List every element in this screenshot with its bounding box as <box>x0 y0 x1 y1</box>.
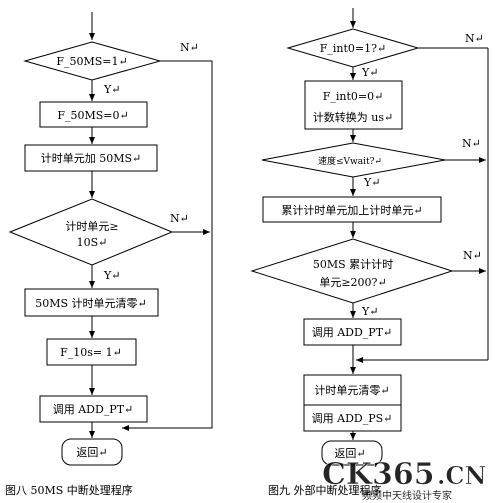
fig9-decision-200-shape <box>250 238 454 304</box>
watermark-logo: CK365 .CN 频频中天线设计专家 <box>322 457 487 502</box>
fig8-clear-timer-box <box>24 288 159 317</box>
watermark-logo-ck365: CK365 <box>322 457 435 492</box>
fig8-return: 返回↵ <box>76 446 107 459</box>
figure-9-text: F_int0=1?↵ Y↵ N↵ F_int0=0↵ 计数转换为 us↵ 速度≤… <box>268 32 484 497</box>
fig9-clear-int0-line2: 计数转换为 us↵ <box>313 110 393 124</box>
fig9-call-add-ps: 调用 ADD_PS↵ <box>312 412 393 425</box>
figure-9-flowchart <box>250 8 489 466</box>
fig9-clear-timer-box <box>303 374 402 406</box>
fig8-caption: 图八 50MS 中断处理程序 <box>5 483 133 497</box>
fig8-no-branch-1 <box>122 60 213 431</box>
fig8-set-10s: F_10s= 1↵ <box>60 346 122 359</box>
fig9-return-box <box>321 440 383 466</box>
fig9-caption: 图九 外部中断处理程序 <box>268 483 382 497</box>
fig9-n-label-1: N↵ <box>465 32 484 45</box>
fig8-clear-50ms: F_50MS=0↵ <box>57 109 128 122</box>
fig8-decision-10s-line2: 10S↵ <box>77 236 108 249</box>
fig8-decision-10s-line1: 计时单元≥ <box>65 220 118 233</box>
fig8-call-add-pt: 调用 ADD_PT↵ <box>53 403 134 416</box>
fig8-clear-timer: 50MS 计时单元清零↵ <box>35 297 147 310</box>
watermark-logo-cn: .CN <box>437 461 486 490</box>
fig8-n-label-1: N↵ <box>180 41 199 54</box>
fig9-decision-200-line2: 单元≥200?↵ <box>319 276 386 289</box>
fig9-accumulate: 累计计时单元加上计时单元↵ <box>281 204 422 217</box>
fig8-clear-50ms-box <box>39 101 148 128</box>
fig9-call-add-pt: 调用 ADD_PT↵ <box>312 326 393 339</box>
fig9-decision-200-line1: 50MS 累计计时 <box>313 258 393 271</box>
fig9-n-label-3: N↵ <box>463 249 482 262</box>
fig9-call-add-ps-box <box>303 404 402 432</box>
fig8-call-add-pt-box <box>39 395 148 423</box>
watermark-tagline: 频频中天线设计专家 <box>362 489 452 502</box>
fig9-y-label-3: Y↵ <box>361 305 378 318</box>
fig8-decision-50ms: F_50MS=1↵ <box>56 55 127 68</box>
fig9-return: 返回↵ <box>334 447 365 460</box>
figure-8-text: F_50MS=1↵ Y↵ N↵ F_50MS=0↵ 计时单元加 50MS↵ 计时… <box>5 41 199 497</box>
fig8-timer-add: 计时单元加 50MS↵ <box>41 152 142 165</box>
fig8-set-10s-box <box>46 338 137 366</box>
fig9-n-label-2: N↵ <box>462 137 481 150</box>
fig9-decision-speed: 速度≤Vwait?↵ <box>318 155 382 167</box>
fig9-y-label-2: Y↵ <box>363 176 380 189</box>
fig8-return-box <box>61 438 123 466</box>
figure-8-flowchart <box>8 12 213 466</box>
fig8-y-label-1: Y↵ <box>103 83 120 96</box>
fig8-n-label-2: N↵ <box>170 212 189 225</box>
fig9-y-label-1: Y↵ <box>361 66 378 79</box>
fig9-clear-timer: 计时单元清零↵ <box>314 384 389 397</box>
fig8-timer-add-box <box>24 144 158 172</box>
fig8-y-label-2: Y↵ <box>103 269 120 282</box>
fig9-decision-int0: F_int0=1?↵ <box>320 42 386 55</box>
fig9-accumulate-box <box>262 196 442 223</box>
fig9-clear-int0-line1: F_int0=0↵ <box>323 90 384 103</box>
fig9-clear-int0-box <box>304 80 403 130</box>
